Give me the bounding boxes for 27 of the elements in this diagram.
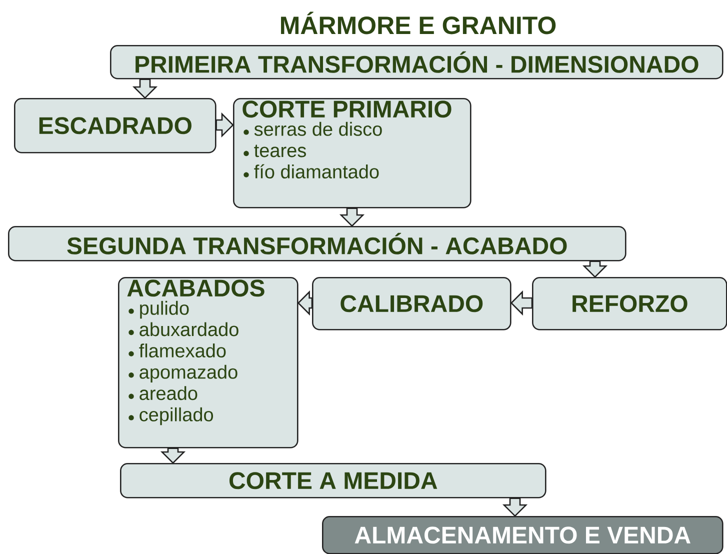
- process-box: CALIBRADO: [312, 277, 512, 330]
- list-item: pulido: [128, 300, 189, 319]
- process-box: REFORZO: [532, 277, 727, 330]
- block-arrow: [582, 260, 608, 278]
- block-arrow: [132, 78, 158, 99]
- process-box: ACABADOS pulido abuxardado flamexado apomazado areado cepillado: [118, 277, 298, 448]
- list-item: serras de disco: [244, 122, 382, 136]
- list-item: apomazado: [128, 364, 238, 383]
- process-box: ESCADRADO: [14, 98, 216, 154]
- process-box: ALMACENAMENTO E VENDA: [322, 516, 724, 554]
- process-box: CORTE A MEDIDA: [120, 463, 546, 498]
- list-item: areado: [128, 386, 198, 400]
- block-arrow: [216, 112, 234, 138]
- title: MÁRMORE E GRANITO: [281, 12, 556, 34]
- process-box: CORTE PRIMARIO serras de disco teares fío diamantado: [233, 98, 472, 208]
- block-arrow: [339, 208, 365, 227]
- block-arrow: [510, 290, 533, 316]
- block-arrow: [160, 448, 186, 464]
- block-arrow: [297, 290, 313, 316]
- list-item: teares: [244, 144, 306, 158]
- process-box: PRIMEIRA TRANSFORMACIÓN - DIMENSIONADO: [110, 45, 724, 80]
- block-arrow: [502, 498, 528, 517]
- list-item: fío diamantado: [244, 164, 379, 178]
- list-item: cepillado: [128, 407, 214, 426]
- list-item: abuxardado: [128, 322, 238, 336]
- process-box: SEGUNDA TRANSFORMACIÓN - ACABADO: [8, 226, 626, 262]
- list-item: flamexado: [128, 344, 226, 358]
